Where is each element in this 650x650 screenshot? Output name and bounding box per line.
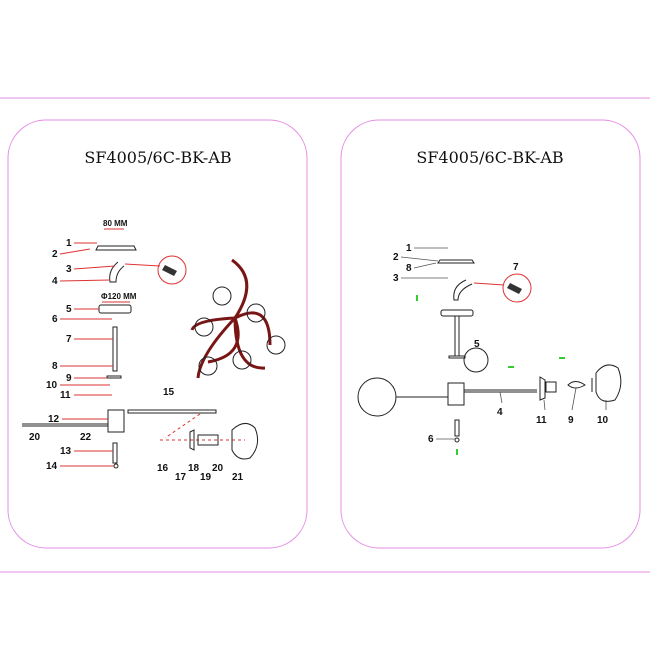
part-label: 16 — [157, 463, 169, 474]
right-leader-lines — [400, 247, 607, 440]
part-label: 20 — [29, 432, 41, 443]
hint-marks — [416, 295, 565, 455]
part-label: 22 — [80, 432, 92, 443]
part-label: 5 — [66, 304, 72, 315]
part-label: 4 — [497, 407, 503, 418]
part-label: 10 — [597, 415, 609, 426]
part-label: 6 — [52, 314, 58, 325]
part-label: 2 — [393, 252, 399, 263]
part-label: 19 — [200, 472, 212, 483]
part-label: 3 — [66, 264, 72, 275]
part-label: 5 — [474, 339, 480, 350]
left-panel-frame — [7, 119, 308, 549]
fixture-top-view — [190, 258, 286, 379]
part-label: 11 — [60, 390, 71, 401]
canopy-drawing: 80 MM Φ120 MM — [22, 219, 259, 469]
part-label: 15 — [163, 387, 175, 398]
part-label: 9 — [568, 415, 574, 426]
part-label: 8 — [52, 361, 58, 372]
part-label: 7 — [513, 262, 519, 273]
part-label: 4 — [52, 276, 58, 287]
part-label: 21 — [232, 472, 244, 483]
right-panel: SF4005/6C-BK-AB — [340, 119, 641, 549]
part-label: 1 — [66, 238, 72, 249]
left-leader-lines — [59, 242, 116, 467]
left-panel: SF4005/6C-BK-AB 80 MM Φ120 MM — [7, 119, 308, 549]
part-label: 1 — [406, 243, 412, 254]
part-label: 17 — [175, 472, 187, 483]
part-label: 12 — [48, 414, 60, 425]
part-label: 6 — [428, 434, 434, 445]
part-label: 7 — [66, 334, 72, 345]
part-label: 10 — [46, 380, 58, 391]
part-label: 11 — [536, 415, 547, 426]
part-label: 8 — [406, 263, 412, 274]
canopy-dimension: 80 MM — [103, 219, 128, 228]
left-part-labels: 1 2 3 4 5 6 7 8 9 10 11 12 13 14 15 16 1… — [29, 238, 244, 483]
part-label: 3 — [393, 273, 399, 284]
right-panel-title: SF4005/6C-BK-AB — [416, 148, 563, 167]
fixture-side-view — [357, 259, 622, 455]
right-panel-frame — [340, 119, 641, 549]
part-label: 18 — [188, 463, 200, 474]
plate-dimension: Φ120 MM — [101, 292, 137, 301]
part-label: 13 — [60, 446, 72, 457]
part-label: 9 — [66, 373, 72, 384]
part-label: 20 — [212, 463, 224, 474]
right-part-labels: 1 2 8 3 7 5 4 11 9 10 6 — [393, 243, 609, 445]
left-panel-title: SF4005/6C-BK-AB — [84, 148, 231, 167]
part-label: 14 — [46, 461, 58, 472]
part-label: 2 — [52, 249, 58, 260]
